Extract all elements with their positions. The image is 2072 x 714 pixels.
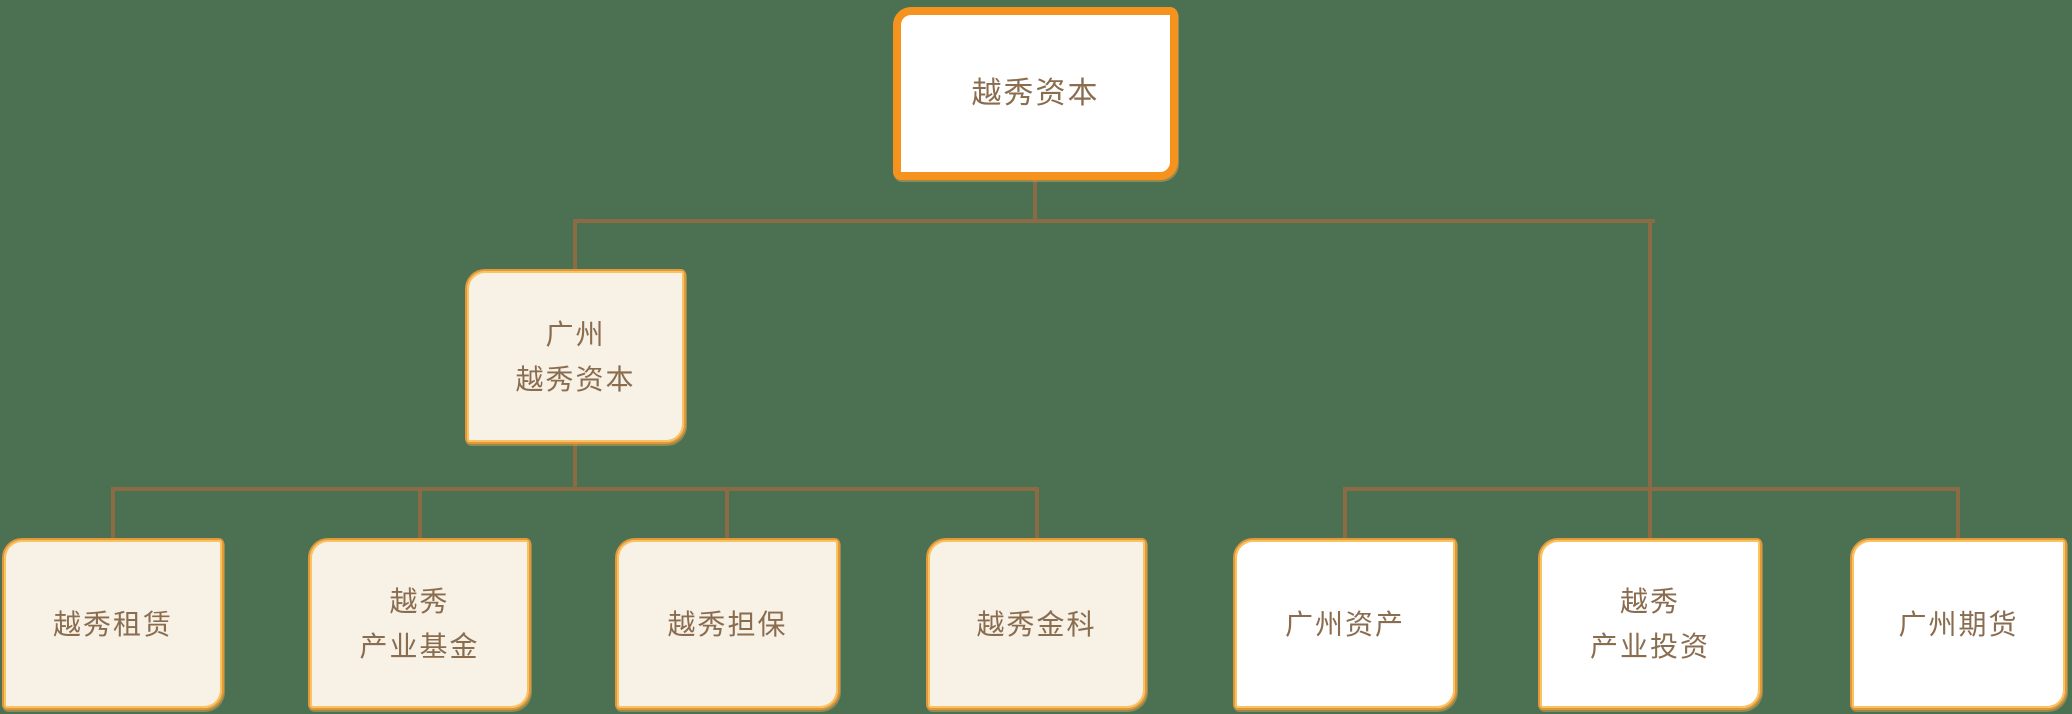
org-node-label: 越秀 <box>1619 586 1680 617</box>
connector-to-gz-yuexiu-capital <box>573 219 577 269</box>
connector-stub-gz-futures <box>1956 487 1960 538</box>
org-node-gz-futures: 广州期货 <box>1850 538 2067 710</box>
connector-stub-gz-asset <box>1343 487 1347 538</box>
connector-stub-yuexiu-industry-fund <box>418 487 422 538</box>
org-node-yuexiu-fintech: 越秀金科 <box>926 538 1147 710</box>
org-node-label: 产业投资 <box>1589 631 1710 662</box>
connector-stub-yuexiu-guarantee <box>725 487 729 538</box>
connector-stub-yuexiu-industry-investment <box>1648 487 1652 538</box>
org-node-gz-yuexiu-capital: 广州 越秀资本 <box>465 269 686 444</box>
org-node-label: 越秀租赁 <box>52 608 173 640</box>
connector-stub-yuexiu-fintech <box>1035 487 1039 538</box>
org-node-yuexiu-leasing: 越秀租赁 <box>2 538 224 710</box>
org-node-label: 广州 <box>545 318 606 350</box>
org-node-label: 越秀担保 <box>667 608 788 640</box>
org-node-label: 越秀资本 <box>971 77 1100 110</box>
org-node-yuexiu-industry-investment: 越秀 产业投资 <box>1538 538 1762 710</box>
org-node-label: 越秀金科 <box>976 608 1097 640</box>
org-node-yuexiu-industry-fund: 越秀 产业基金 <box>308 538 531 710</box>
connector-level1-rail <box>573 219 1655 223</box>
org-node-yuexiu-guarantee: 越秀担保 <box>615 538 840 710</box>
org-node-label: 越秀 <box>389 586 450 617</box>
connector-right-branch-down <box>1648 219 1652 491</box>
connector-left-rail <box>111 487 1039 491</box>
connector-gz-yuexiu-capital-down <box>573 444 577 491</box>
connector-root-down <box>1033 180 1037 222</box>
org-node-label: 广州资产 <box>1284 608 1405 640</box>
org-node-label: 产业基金 <box>359 631 480 662</box>
connector-stub-yuexiu-leasing <box>111 487 115 538</box>
org-node-gz-asset: 广州资产 <box>1233 538 1457 710</box>
org-node-label: 越秀资本 <box>515 363 636 395</box>
org-node-label: 广州期货 <box>1898 608 2019 640</box>
org-node-yuexiu-capital: 越秀资本 <box>893 7 1178 180</box>
